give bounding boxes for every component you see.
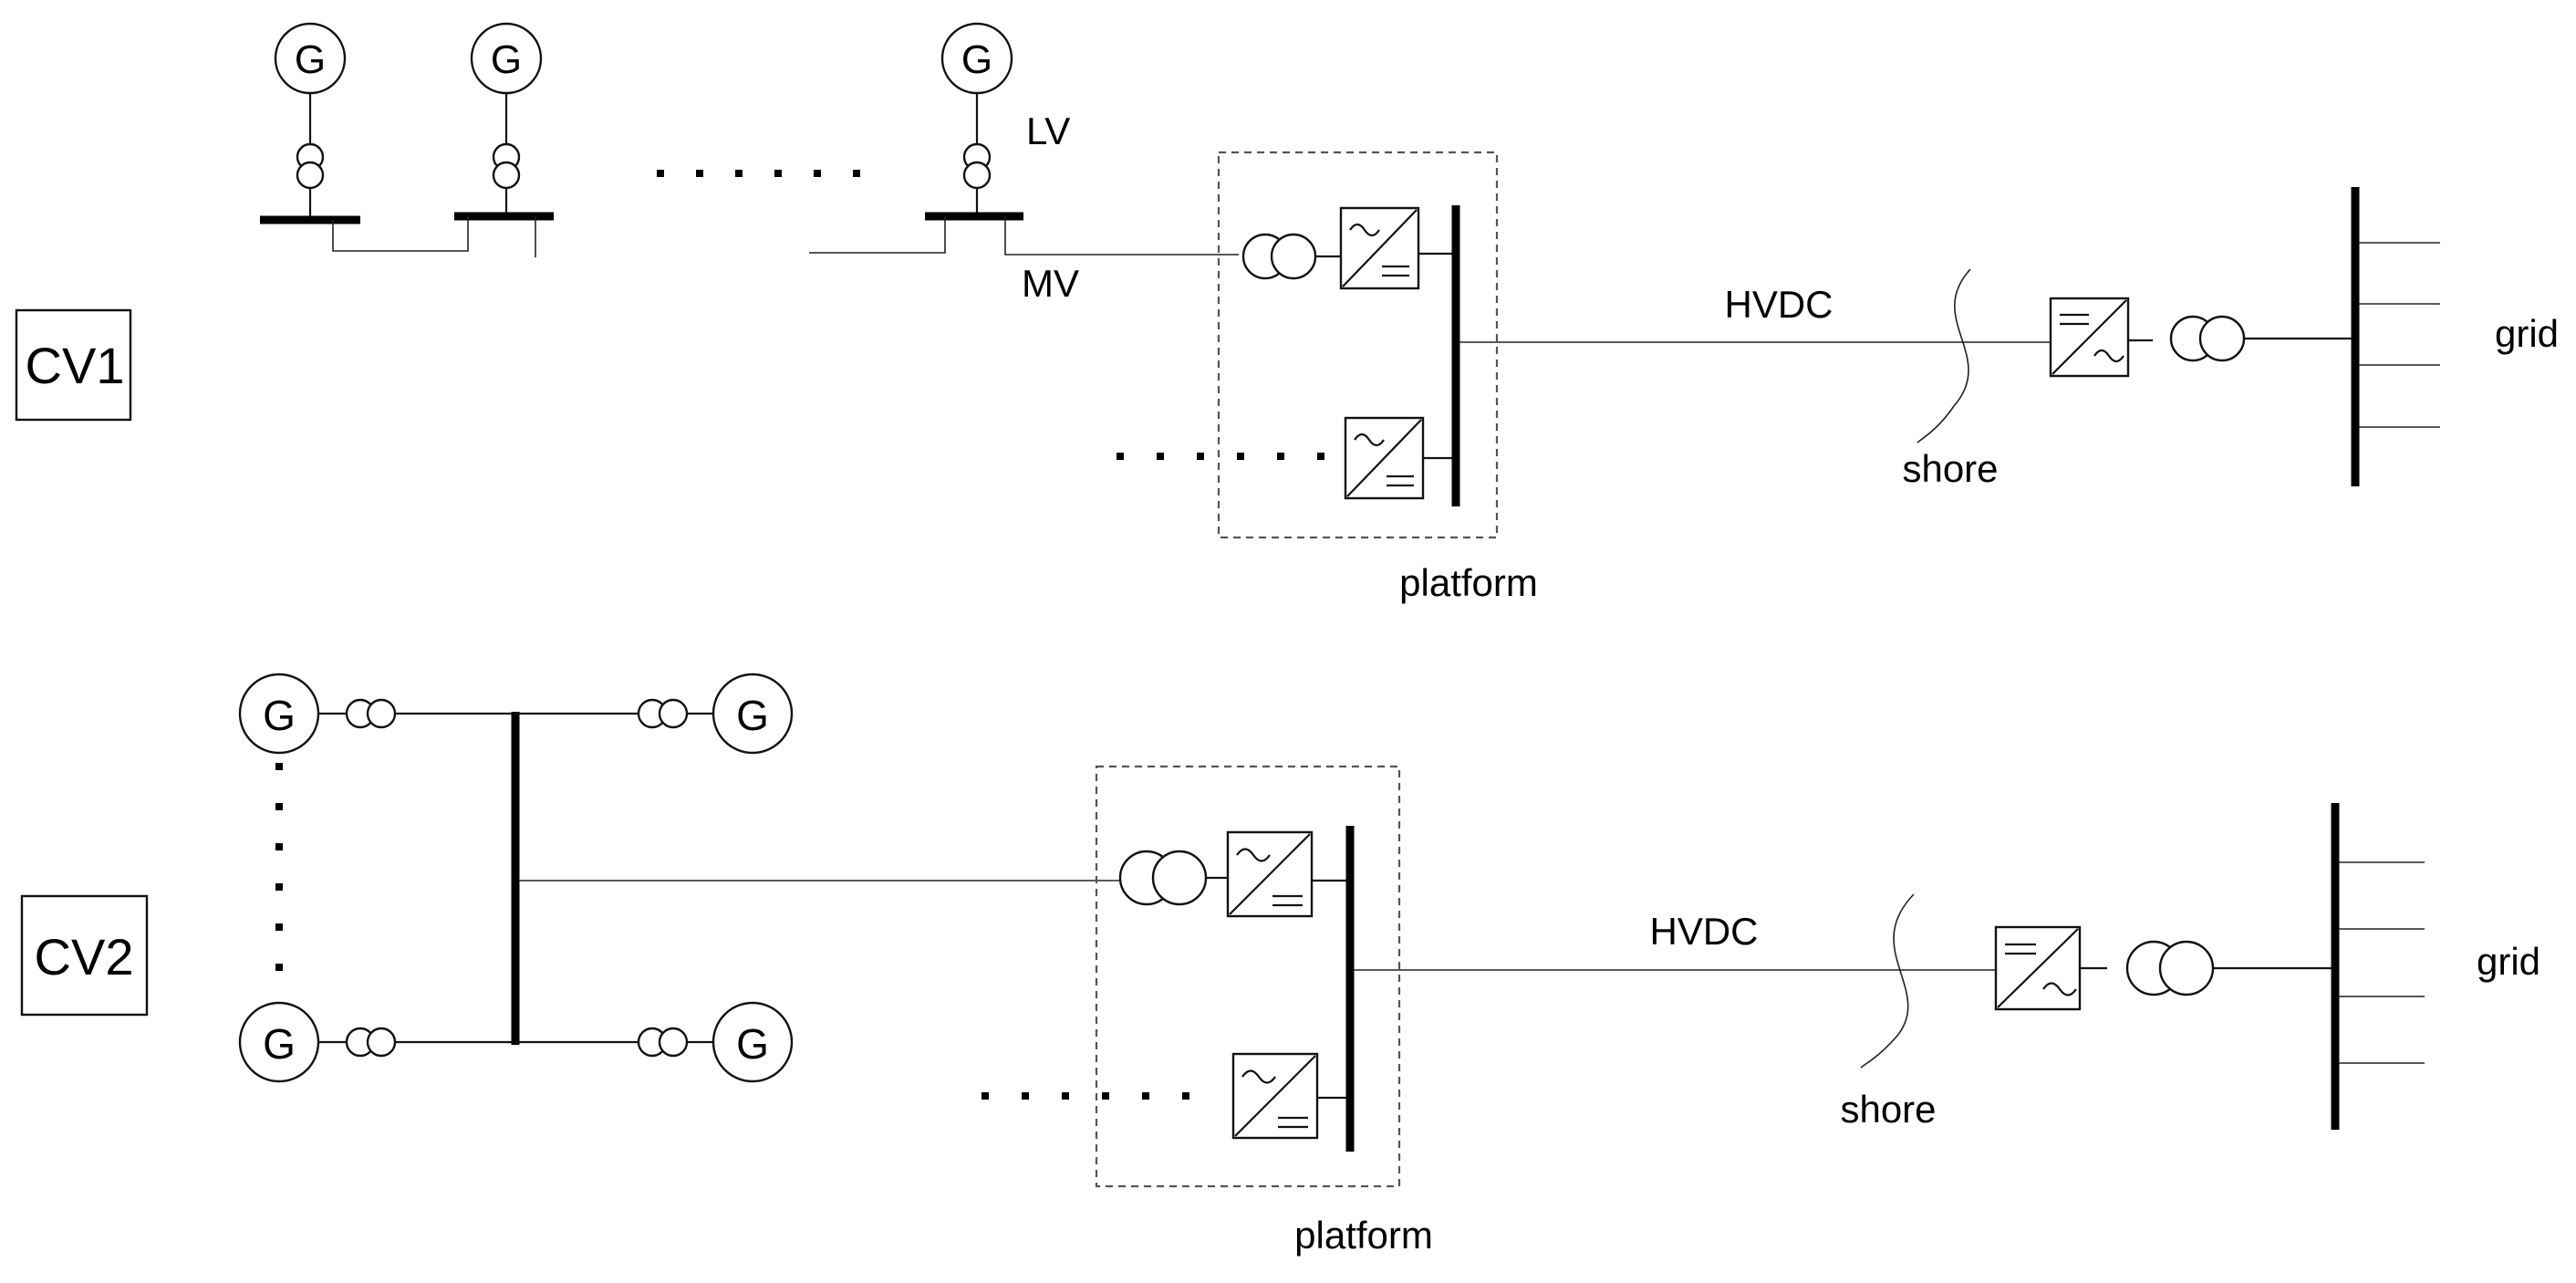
cv1-onshore-transformer [2169,315,2353,362]
generator-symbol: G [263,1020,296,1068]
cv2-shore-label: shore [1840,1088,1936,1131]
cv1-shore-line [1916,268,1971,443]
cv2-ac-dc-converter-2 [1231,1052,1346,1140]
cv1-platform-dots [1117,453,1324,460]
cv2-configuration: CV2 G G [20,673,2540,1257]
cv1-configuration: CV1 G G [15,22,2559,604]
cv2-transformer-top-left [345,698,515,729]
cv2-platform-dots [982,1092,1189,1100]
cv1-lv-transformer-n [962,142,992,214]
cv2-case-label: CV2 [35,928,134,986]
cv1-generator-2: G [470,22,543,146]
cv1-lv-label: LV [1026,110,1070,152]
cv1-ac-dc-converter-1 [1339,206,1452,290]
cv2-dc-ac-converter-onshore [1994,925,2107,1011]
cv2-grid-label: grid [2477,940,2540,983]
cv2-case-label-box: CV2 [20,894,149,1017]
generator-symbol: G [295,37,326,82]
cv2-platform-transformer [1118,850,1228,906]
generator-symbol: G [961,37,992,82]
cv1-grid-label: grid [2495,312,2559,355]
cv1-continuation-dots [657,170,860,177]
cv1-generator-1: G [274,22,347,146]
cv2-vertical-dots [275,763,283,971]
cv1-hvdc-label: HVDC [1724,283,1833,326]
cv2-generator-bottom-right: G [712,1001,794,1083]
cv1-dc-ac-converter-onshore [2049,297,2153,378]
cv1-case-label-box: CV1 [15,308,132,422]
cv2-transformer-bottom-left [345,1027,515,1058]
cv2-generator-top-left: G [238,673,347,755]
cv2-platform-boundary [1095,765,1401,1188]
cv1-case-label: CV1 [26,337,125,394]
cv2-generator-top-right: G [712,673,794,755]
cv1-mv-label: MV [1022,262,1079,305]
cv1-platform-label: platform [1399,561,1538,604]
cv2-grid-feeders [2339,861,2425,1064]
generator-symbol: G [263,692,296,739]
cv2-shore-line [1860,893,1915,1069]
cv2-platform-label: platform [1294,1214,1433,1257]
generator-symbol: G [736,1020,769,1068]
cv2-onshore-transformer [2125,940,2332,996]
cv1-grid-feeders [2359,242,2440,428]
cv2-ac-dc-converter-1 [1226,830,1346,918]
cv2-transformer-bottom-right [515,1027,713,1058]
cv1-shore-label: shore [1902,447,1998,490]
cv2-generator-bottom-left: G [238,1001,347,1083]
cv1-mv-feeder [1004,216,1239,256]
cv1-lv-transformer-2 [492,142,521,214]
cv2-transformer-top-right [515,698,713,729]
cv1-lv-transformer-1 [296,142,325,217]
cv1-platform-transformer [1241,233,1341,280]
cv1-ac-dc-converter-2 [1344,416,1452,500]
cv2-hvdc-label: HVDC [1649,910,1758,953]
generator-symbol: G [491,37,522,82]
generator-symbol: G [736,692,769,739]
cv1-collector-link [332,216,469,252]
cv1-generator-n: G [940,22,1013,146]
